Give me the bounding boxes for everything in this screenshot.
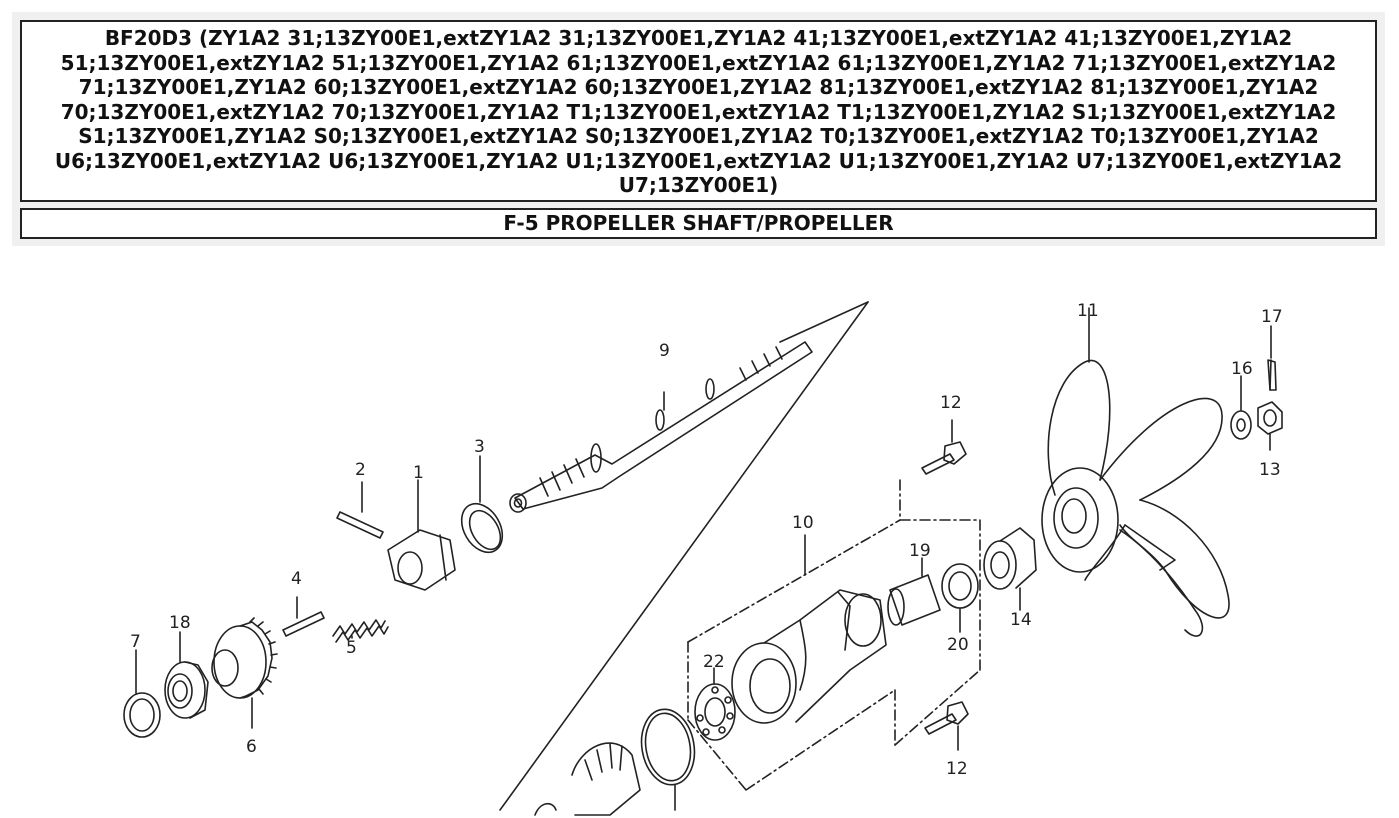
part-3-ring [460,455,504,554]
callout-12-upper: 12 [940,393,962,413]
part-9-propeller-shaft [509,341,813,513]
callout-5: 5 [346,638,357,658]
part-1-clutch [387,479,456,591]
header-panel: BF20D3 (ZY1A2 31;13ZY00E1,extZY1A2 31;13… [12,12,1385,246]
callout-1: 1 [413,463,424,483]
part-22-bearing [694,667,736,741]
callout-3: 3 [474,437,485,457]
part-19-needle-bearing [887,557,941,626]
section-title: F-5 PROPELLER SHAFT/PROPELLER [20,208,1377,239]
part-4-pin [282,596,325,637]
callout-7: 7 [130,632,141,652]
callout-6: 6 [246,737,257,757]
callout-19: 19 [909,541,931,561]
callout-11: 11 [1077,301,1099,321]
callout-18: 18 [169,613,191,633]
exploded-parts-diagram: 9 3 1 2 4 5 6 7 18 10 19 20 22 12 12 14 … [0,250,1399,818]
part-10-housing [731,589,887,724]
callout-20: 20 [947,635,969,655]
callout-4: 4 [291,569,302,589]
part-2-pin [336,481,384,539]
callout-17: 17 [1261,307,1283,327]
callout-13: 13 [1259,460,1281,480]
part-11-propeller [1041,307,1230,637]
callout-10: 10 [792,513,814,533]
callout-12-lower: 12 [946,759,968,779]
part-5-spring [332,619,389,643]
part-16-washer [1230,375,1252,440]
callout-9: 9 [659,341,670,361]
part-12-bolt-lower [924,701,969,751]
part-12-bolt-upper [921,419,967,475]
callout-14: 14 [1010,610,1032,630]
reverse-gear [534,742,641,816]
part-7-ring [123,649,161,738]
part-14-spacer [983,527,1037,611]
part-13-nut [1257,401,1283,451]
callout-22: 22 [703,652,725,672]
guide-line [779,301,869,343]
o-ring [640,708,696,811]
part-17-cotter-pin [1267,325,1277,391]
part-18-bearing [164,631,209,719]
housing-assembly-bracket [687,479,981,791]
parts-diagram-svg: 9 3 1 2 4 5 6 7 18 10 19 20 22 12 12 14 … [123,301,1283,816]
callout-16: 16 [1231,359,1253,379]
model-applicability-text: BF20D3 (ZY1A2 31;13ZY00E1,extZY1A2 31;13… [20,20,1377,202]
divider-line [499,301,869,811]
callout-2: 2 [355,460,366,480]
part-6-forward-gear [211,617,278,729]
part-20-seal [941,563,979,633]
